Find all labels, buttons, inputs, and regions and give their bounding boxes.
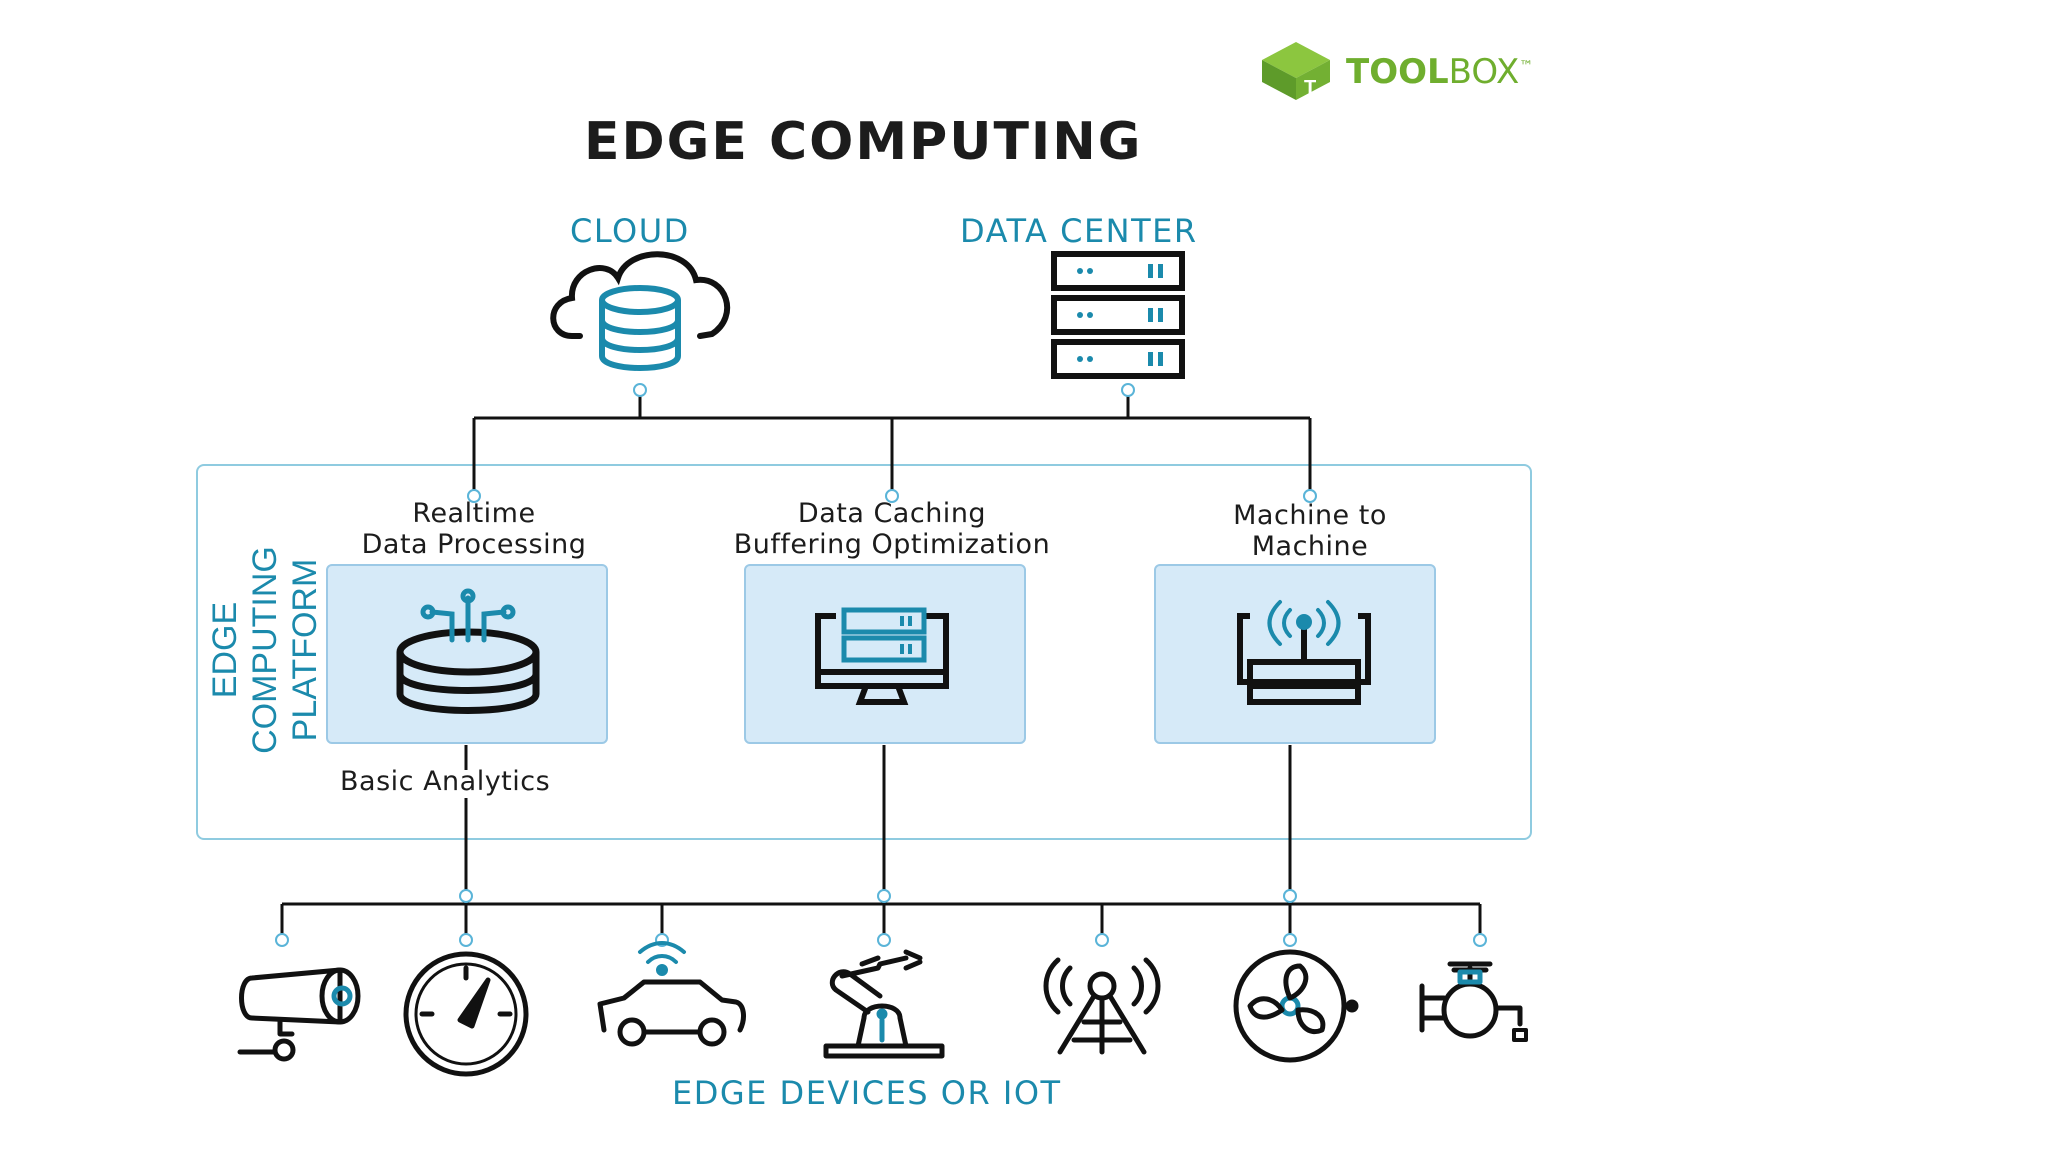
realtime-processing-label: Realtime Data Processing bbox=[314, 498, 634, 560]
cloud-label: CLOUD bbox=[570, 212, 690, 250]
edge-devices-label: EDGE DEVICES OR IOT bbox=[672, 1074, 1062, 1112]
connector-dots bbox=[275, 383, 1487, 947]
logo-name-bold: TOOL bbox=[1346, 52, 1449, 92]
basic-analytics-label: Basic Analytics bbox=[340, 766, 551, 797]
bottom-connector-lines bbox=[280, 745, 1482, 938]
node-label-line1: Machine to bbox=[1233, 500, 1387, 531]
monitor-server-icon bbox=[815, 607, 949, 705]
valve-pump-icon bbox=[1419, 961, 1528, 1042]
data-caching-box bbox=[744, 564, 1026, 744]
security-camera-icon bbox=[237, 967, 361, 1062]
node-label-line1: Realtime bbox=[412, 498, 536, 529]
database-analytics-icon bbox=[396, 588, 540, 714]
cloud-database-icon bbox=[550, 251, 731, 371]
toolbox-logo-text: TOOLBOX™ bbox=[1346, 52, 1533, 92]
logo-trademark: ™ bbox=[1519, 58, 1534, 75]
fan-icon bbox=[1233, 949, 1359, 1063]
machine-to-machine-box bbox=[1154, 564, 1436, 744]
data-caching-label: Data Caching Buffering Optimization bbox=[682, 498, 1102, 560]
radio-tower-icon bbox=[1043, 957, 1161, 1055]
node-label-line1: Data Caching bbox=[797, 498, 987, 529]
realtime-processing-box bbox=[326, 564, 608, 744]
server-rack-icon bbox=[1051, 251, 1185, 379]
gauge-icon bbox=[403, 951, 529, 1077]
toolbox-cube-icon: T bbox=[1262, 42, 1330, 100]
node-label-line2: Buffering Optimization bbox=[733, 529, 1051, 560]
data-center-label: DATA CENTER bbox=[960, 212, 1198, 250]
edge-computing-platform-frame bbox=[196, 464, 1532, 840]
svg-text:T: T bbox=[1304, 77, 1316, 99]
robotic-arm-icon bbox=[823, 949, 945, 1059]
node-label-line2: Machine bbox=[1251, 531, 1369, 562]
connected-car-icon bbox=[597, 941, 746, 1047]
diagram-title: EDGE COMPUTING bbox=[584, 112, 1143, 172]
node-label-line2: Data Processing bbox=[361, 529, 587, 560]
wireless-router-icon bbox=[1237, 600, 1371, 705]
logo-name-regular: BOX bbox=[1448, 52, 1520, 92]
machine-to-machine-label: Machine to Machine bbox=[1150, 500, 1470, 562]
top-connector-lines bbox=[472, 388, 1312, 496]
